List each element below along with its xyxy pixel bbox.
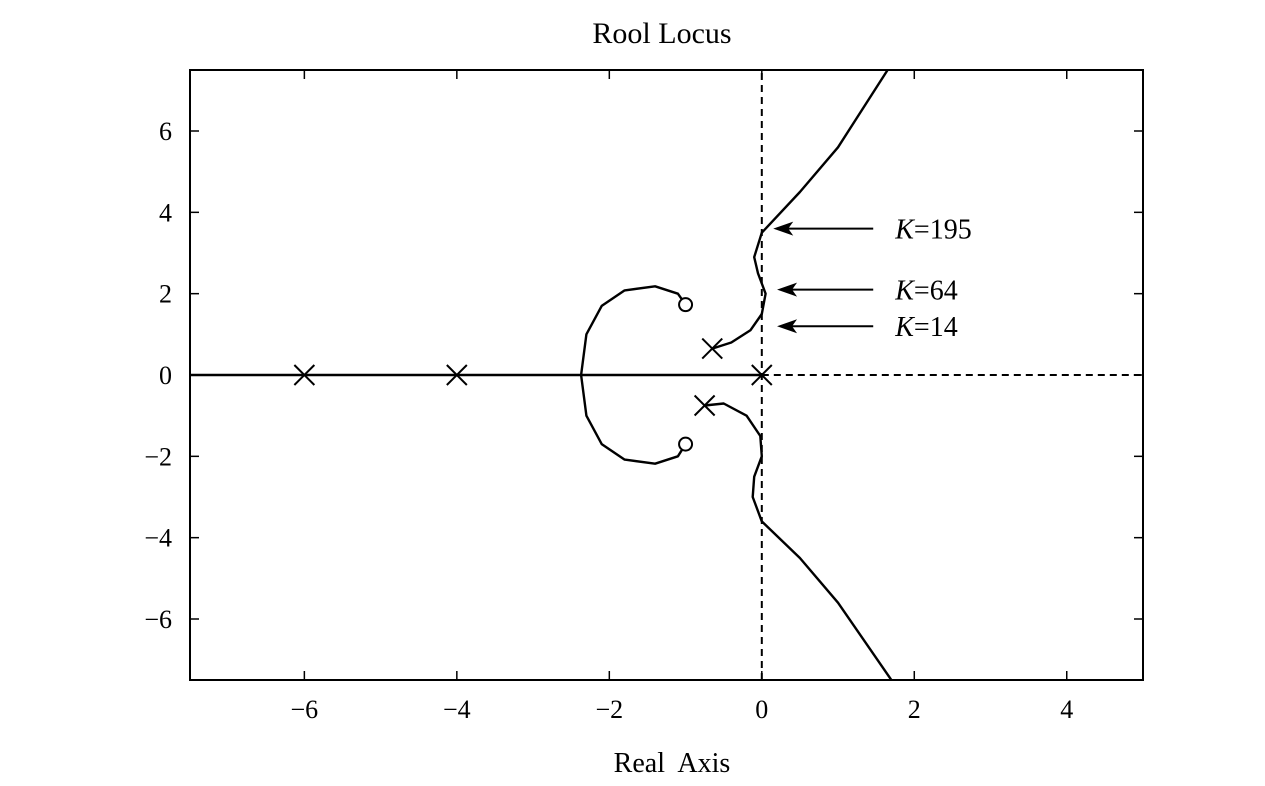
x-tick-label: −4 (443, 695, 471, 724)
gain-symbol: K (894, 276, 915, 307)
y-tick-label: 2 (159, 280, 172, 309)
locus-branch-solid (711, 69, 889, 350)
x-axis-label: Real Axis (614, 748, 731, 779)
gain-symbol: K (894, 215, 915, 246)
pole-marker (751, 364, 773, 386)
y-tick-label: 0 (159, 361, 172, 390)
x-tick-label: 0 (755, 695, 768, 724)
y-tick-label: 6 (159, 117, 172, 146)
x-tick-label: −6 (291, 695, 319, 724)
locus-branch-solid (579, 374, 687, 465)
pole-marker (693, 394, 716, 417)
gain-value: =14 (914, 312, 958, 343)
pole-marker (701, 337, 723, 360)
gain-value: =195 (914, 215, 972, 246)
x-tick-label: −2 (595, 695, 623, 724)
y-tick-label: −4 (144, 524, 172, 553)
zero-marker (678, 297, 694, 313)
zero-marker (678, 436, 694, 452)
locus-branch-solid (704, 402, 893, 681)
x-tick-label: 4 (1060, 695, 1073, 724)
x-tick-label: 2 (908, 695, 921, 724)
gain-arrow-head (773, 221, 794, 236)
gain-annotation: K=195 (894, 215, 971, 246)
pole-marker (446, 364, 468, 386)
gain-value: =64 (914, 276, 958, 307)
gain-arrow-head (777, 282, 798, 297)
gain-annotation: K=64 (894, 276, 957, 307)
gain-symbol: K (894, 312, 915, 343)
y-tick-label: −2 (144, 442, 172, 471)
locus-branch-solid (579, 285, 687, 376)
gain-arrow-head (777, 319, 798, 334)
pole-marker (293, 364, 316, 386)
gain-annotation: K=14 (894, 312, 957, 343)
y-tick-label: 4 (159, 198, 172, 227)
chart-title: Rool Locus (592, 17, 731, 50)
y-tick-label: −6 (144, 605, 172, 634)
